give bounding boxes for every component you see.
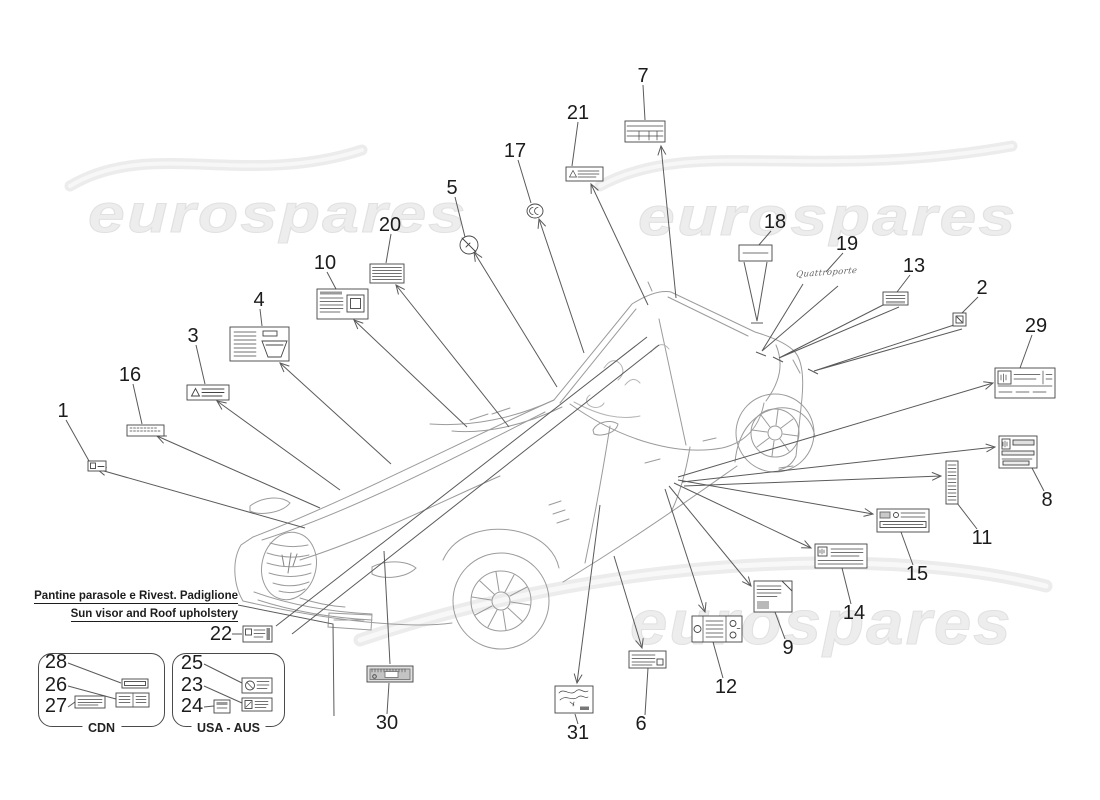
sticker-7[interactable] (624, 120, 666, 143)
callout-21[interactable]: 21 (566, 102, 590, 124)
sticker-6[interactable] (628, 650, 667, 669)
callout-14[interactable]: 14 (842, 602, 866, 624)
group-label-cdn: CDN (81, 721, 122, 735)
sticker-23[interactable] (241, 697, 273, 712)
callout-22[interactable]: 22 (209, 623, 233, 645)
callout-25[interactable]: 25 (180, 652, 204, 674)
callout-13[interactable]: 13 (902, 255, 926, 277)
callout-4[interactable]: 4 (253, 289, 265, 311)
group-label-usa-aus: USA - AUS (191, 721, 266, 735)
rear-wheel (735, 393, 815, 473)
callout-2[interactable]: 2 (976, 277, 988, 299)
callout-19[interactable]: 19 (835, 233, 859, 255)
sticker-14[interactable] (814, 543, 868, 569)
callout-5[interactable]: 5 (446, 177, 458, 199)
sticker-18[interactable] (738, 244, 773, 262)
sticker-2[interactable] (952, 312, 967, 327)
callout-8[interactable]: 8 (1041, 489, 1053, 511)
caption: Pantine parasole e Rivest. Padiglione Su… (34, 586, 238, 622)
sticker-8[interactable] (998, 435, 1038, 469)
callout-24[interactable]: 24 (180, 695, 204, 717)
car-illustration (234, 281, 816, 650)
watermark-text-top-right: eurospares (637, 187, 1018, 248)
sticker-22[interactable] (242, 625, 273, 643)
callout-30[interactable]: 30 (375, 712, 399, 734)
sticker-4[interactable] (229, 326, 290, 362)
callout-23[interactable]: 23 (180, 674, 204, 696)
leader-lines (65, 84, 1045, 725)
callout-11[interactable]: 11 (971, 527, 993, 549)
sticker-25[interactable] (241, 677, 273, 694)
callout-31[interactable]: 31 (566, 722, 590, 744)
sticker-31[interactable] (554, 685, 594, 714)
callout-17[interactable]: 17 (503, 140, 527, 162)
caption-english: Sun visor and Roof upholstery (70, 608, 238, 622)
sticker-11[interactable] (945, 460, 959, 505)
callout-20[interactable]: 20 (378, 214, 402, 236)
callout-27[interactable]: 27 (44, 695, 68, 717)
sticker-15[interactable] (876, 508, 930, 533)
callout-26[interactable]: 26 (44, 674, 68, 696)
callout-10[interactable]: 10 (313, 252, 337, 274)
caption-italian: Pantine parasole e Rivest. Padiglione (34, 590, 238, 604)
sticker-28[interactable] (121, 678, 149, 689)
callout-1[interactable]: 1 (57, 400, 69, 422)
sticker-1[interactable] (87, 460, 107, 472)
callout-29[interactable]: 29 (1024, 315, 1048, 337)
callout-28[interactable]: 28 (44, 651, 68, 673)
sticker-20[interactable] (369, 263, 405, 284)
sticker-16[interactable] (126, 424, 165, 437)
sticker-12[interactable] (691, 615, 743, 643)
callout-12[interactable]: 12 (714, 676, 738, 698)
sticker-26[interactable] (115, 692, 150, 708)
watermark-text-top-left: eurospares (87, 184, 468, 245)
front-wheel (452, 552, 550, 650)
sticker-27[interactable] (74, 695, 106, 709)
sticker-17[interactable] (526, 203, 544, 219)
callout-6[interactable]: 6 (635, 713, 647, 735)
callout-9[interactable]: 9 (782, 637, 794, 659)
callout-3[interactable]: 3 (187, 325, 199, 347)
callout-7[interactable]: 7 (637, 65, 649, 87)
callout-16[interactable]: 16 (118, 364, 142, 386)
callout-15[interactable]: 15 (905, 563, 929, 585)
sticker-29[interactable] (994, 367, 1056, 399)
group-box-usa-aus: USA - AUS (172, 653, 285, 735)
sticker-21[interactable] (565, 166, 604, 182)
sticker-13[interactable] (882, 291, 909, 306)
sticker-3[interactable] (186, 384, 230, 401)
sticker-24[interactable] (213, 699, 231, 714)
callout-18[interactable]: 18 (763, 211, 787, 233)
sticker-9[interactable] (753, 580, 793, 613)
sticker-5[interactable] (459, 235, 479, 255)
group-box-cdn: CDN (38, 653, 165, 735)
sticker-30[interactable] (366, 665, 414, 683)
sticker-10[interactable] (316, 288, 369, 320)
